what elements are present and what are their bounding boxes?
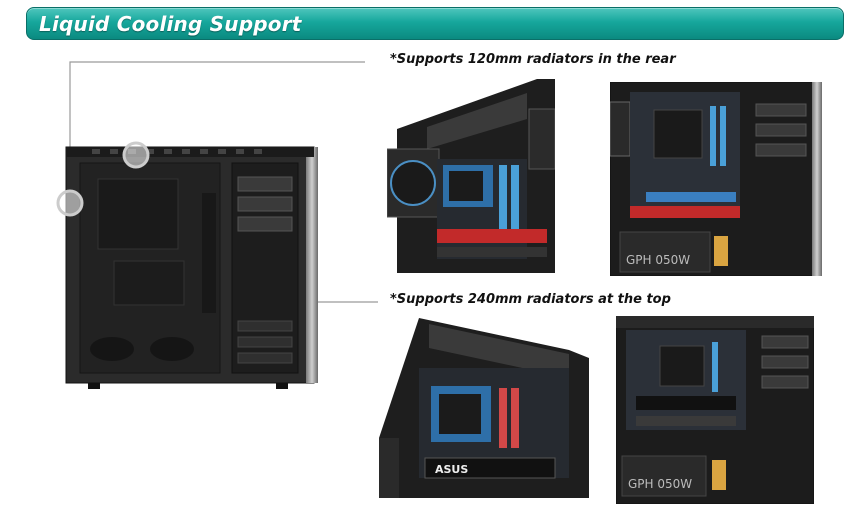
top-mount-marker — [122, 141, 150, 169]
motherboard-brand-label: ASUS — [435, 463, 468, 476]
psu-label: GPH 050W — [626, 253, 690, 267]
top-radiator-front-image: GPH 050W — [616, 316, 814, 504]
rear-radiator-angle-image — [387, 79, 555, 273]
psu-label-2: GPH 050W — [628, 477, 692, 491]
rear-radiator-caption: *Supports 120mm radiators in the rear — [390, 52, 676, 67]
section-title: Liquid Cooling Support — [39, 12, 302, 36]
rear-mount-marker — [56, 189, 84, 217]
section-banner: Liquid Cooling Support — [26, 7, 844, 40]
top-radiator-angle-image: ASUS — [379, 318, 589, 498]
case-side-view-image — [65, 146, 318, 389]
top-radiator-caption: *Supports 240mm radiators at the top — [390, 292, 671, 307]
rear-radiator-front-image: GPH 050W — [610, 82, 822, 276]
mount-highlight-markers — [56, 141, 150, 217]
